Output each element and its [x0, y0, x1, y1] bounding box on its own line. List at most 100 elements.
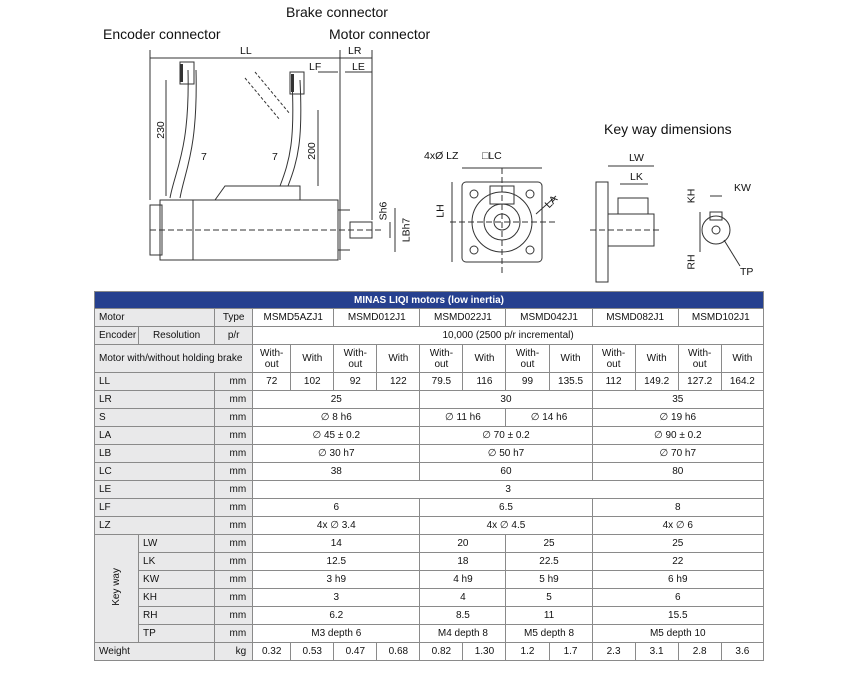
motor-label: Motor [93, 308, 216, 327]
encoder-value: 10,000 (2500 p/r incremental) [252, 326, 764, 345]
row-label: S [93, 408, 216, 427]
row-label: LA [93, 426, 216, 445]
unit-cell: mm [214, 390, 254, 409]
row-label: LK [138, 552, 216, 571]
row-label: KH [138, 588, 216, 607]
without-cell: With- out [505, 344, 550, 373]
value-cell: ∅ 90 ± 0.2 [591, 426, 765, 445]
value-cell: 2.3 [591, 642, 636, 661]
value-cell: 2.8 [677, 642, 722, 661]
unit-cell: mm [214, 552, 254, 571]
value-cell: 18 [419, 552, 507, 571]
value-cell: 1.7 [548, 642, 593, 661]
row-label: LW [138, 534, 216, 553]
value-cell: 164.2 [720, 372, 765, 391]
value-cell: 6.2 [252, 606, 421, 625]
table-row: Encoder Resolution p/r 10,000 (2500 p/r … [93, 326, 764, 345]
dim-lz: 4xØ LZ [424, 150, 459, 162]
dim-lr: LR [348, 45, 362, 57]
dim-tp: TP [740, 266, 754, 278]
table-row: Motor Type MSMD5AZJ1 MSMD012J1 MSMD022J1… [93, 308, 765, 327]
value-cell: 135.5 [548, 372, 593, 391]
dim-lf: LF [309, 61, 322, 73]
with-cell: With [548, 344, 593, 373]
row-label: RH [138, 606, 216, 625]
value-cell: 5 h9 [505, 570, 593, 589]
motor-connector-label: Motor connector [329, 26, 431, 42]
table-row: LK mm 12.5 18 22.5 22 [95, 552, 765, 571]
brake-label: Motor with/without holding brake [93, 344, 254, 373]
model-cell: MSMD012J1 [333, 308, 421, 327]
value-cell: M5 depth 10 [591, 624, 765, 643]
value-cell: 3 [252, 480, 764, 499]
without-cell: With- out [677, 344, 722, 373]
type-label: Type [214, 308, 254, 327]
model-cell: MSMD022J1 [419, 308, 507, 327]
value-cell: 20 [419, 534, 507, 553]
value-cell: M3 depth 6 [252, 624, 421, 643]
value-cell: 4 h9 [419, 570, 507, 589]
unit-cell: mm [214, 624, 254, 643]
keyway-group-label: Key way [93, 534, 140, 643]
with-cell: With [376, 344, 421, 373]
without-cell: With- out [333, 344, 378, 373]
dim-le: LE [352, 61, 365, 73]
value-cell: 1.2 [505, 642, 550, 661]
value-cell: 22 [591, 552, 765, 571]
table-row: Weight kg 0.32 0.53 0.47 0.68 0.82 1.30 … [93, 642, 765, 661]
dim-kh: KH [685, 188, 698, 204]
with-cell: With [634, 344, 679, 373]
value-cell: 112 [591, 372, 636, 391]
row-label: KW [138, 570, 216, 589]
value-cell: 0.68 [376, 642, 421, 661]
value-cell: 79.5 [419, 372, 464, 391]
value-cell: 25 [591, 534, 765, 553]
table-row: KW mm 3 h9 4 h9 5 h9 6 h9 [95, 570, 765, 589]
value-cell: 72 [252, 372, 292, 391]
resolution-label: Resolution [138, 326, 216, 345]
value-cell: M4 depth 8 [419, 624, 507, 643]
table-row: Key way LW mm 14 20 25 25 [93, 534, 765, 643]
value-cell: 5 [505, 588, 593, 607]
value-cell: ∅ 45 ± 0.2 [252, 426, 421, 445]
motor-dimension-drawing [149, 50, 741, 283]
dim-sh6: Sh6 [377, 201, 390, 221]
value-cell: ∅ 14 h6 [505, 408, 593, 427]
value-cell: ∅ 50 h7 [419, 444, 593, 463]
table-row: LZ mm 4x ∅ 3.4 4x ∅ 4.5 4x ∅ 6 [93, 516, 765, 535]
table-row: LC mm 38 60 80 [93, 462, 765, 481]
value-cell: 80 [591, 462, 765, 481]
value-cell: ∅ 70 h7 [591, 444, 765, 463]
value-cell: 0.53 [290, 642, 335, 661]
with-cell: With [720, 344, 765, 373]
value-cell: 6 [591, 588, 765, 607]
dim-kw: KW [734, 182, 751, 194]
value-cell: 11 [505, 606, 593, 625]
table-row: LL mm 72 102 92 122 79.5 116 99 135.5 11… [93, 372, 765, 391]
unit-cell: mm [214, 480, 254, 499]
without-cell: With- out [591, 344, 636, 373]
pr-label: p/r [214, 326, 254, 345]
unit-cell: mm [214, 498, 254, 517]
table-row: LF mm 6 6.5 8 [93, 498, 765, 517]
encoder-label: Encoder [93, 326, 140, 345]
table-row: TP mm M3 depth 6 M4 depth 8 M5 depth 8 M… [95, 624, 765, 643]
row-label: Weight [93, 642, 216, 661]
without-cell: With- out [252, 344, 292, 373]
dim-lw: LW [629, 152, 644, 164]
value-cell: 0.82 [419, 642, 464, 661]
value-cell: 0.32 [252, 642, 292, 661]
unit-cell: mm [214, 534, 254, 553]
value-cell: 0.47 [333, 642, 378, 661]
value-cell: 3.6 [720, 642, 765, 661]
value-cell: ∅ 30 h7 [252, 444, 421, 463]
unit-cell: mm [214, 444, 254, 463]
value-cell: 14 [252, 534, 421, 553]
value-cell: 60 [419, 462, 593, 481]
model-cell: MSMD082J1 [591, 308, 679, 327]
value-cell: 25 [252, 390, 421, 409]
value-cell: 116 [462, 372, 507, 391]
dim-200: 200 [305, 142, 318, 160]
value-cell: ∅ 8 h6 [252, 408, 421, 427]
value-cell: 15.5 [591, 606, 765, 625]
